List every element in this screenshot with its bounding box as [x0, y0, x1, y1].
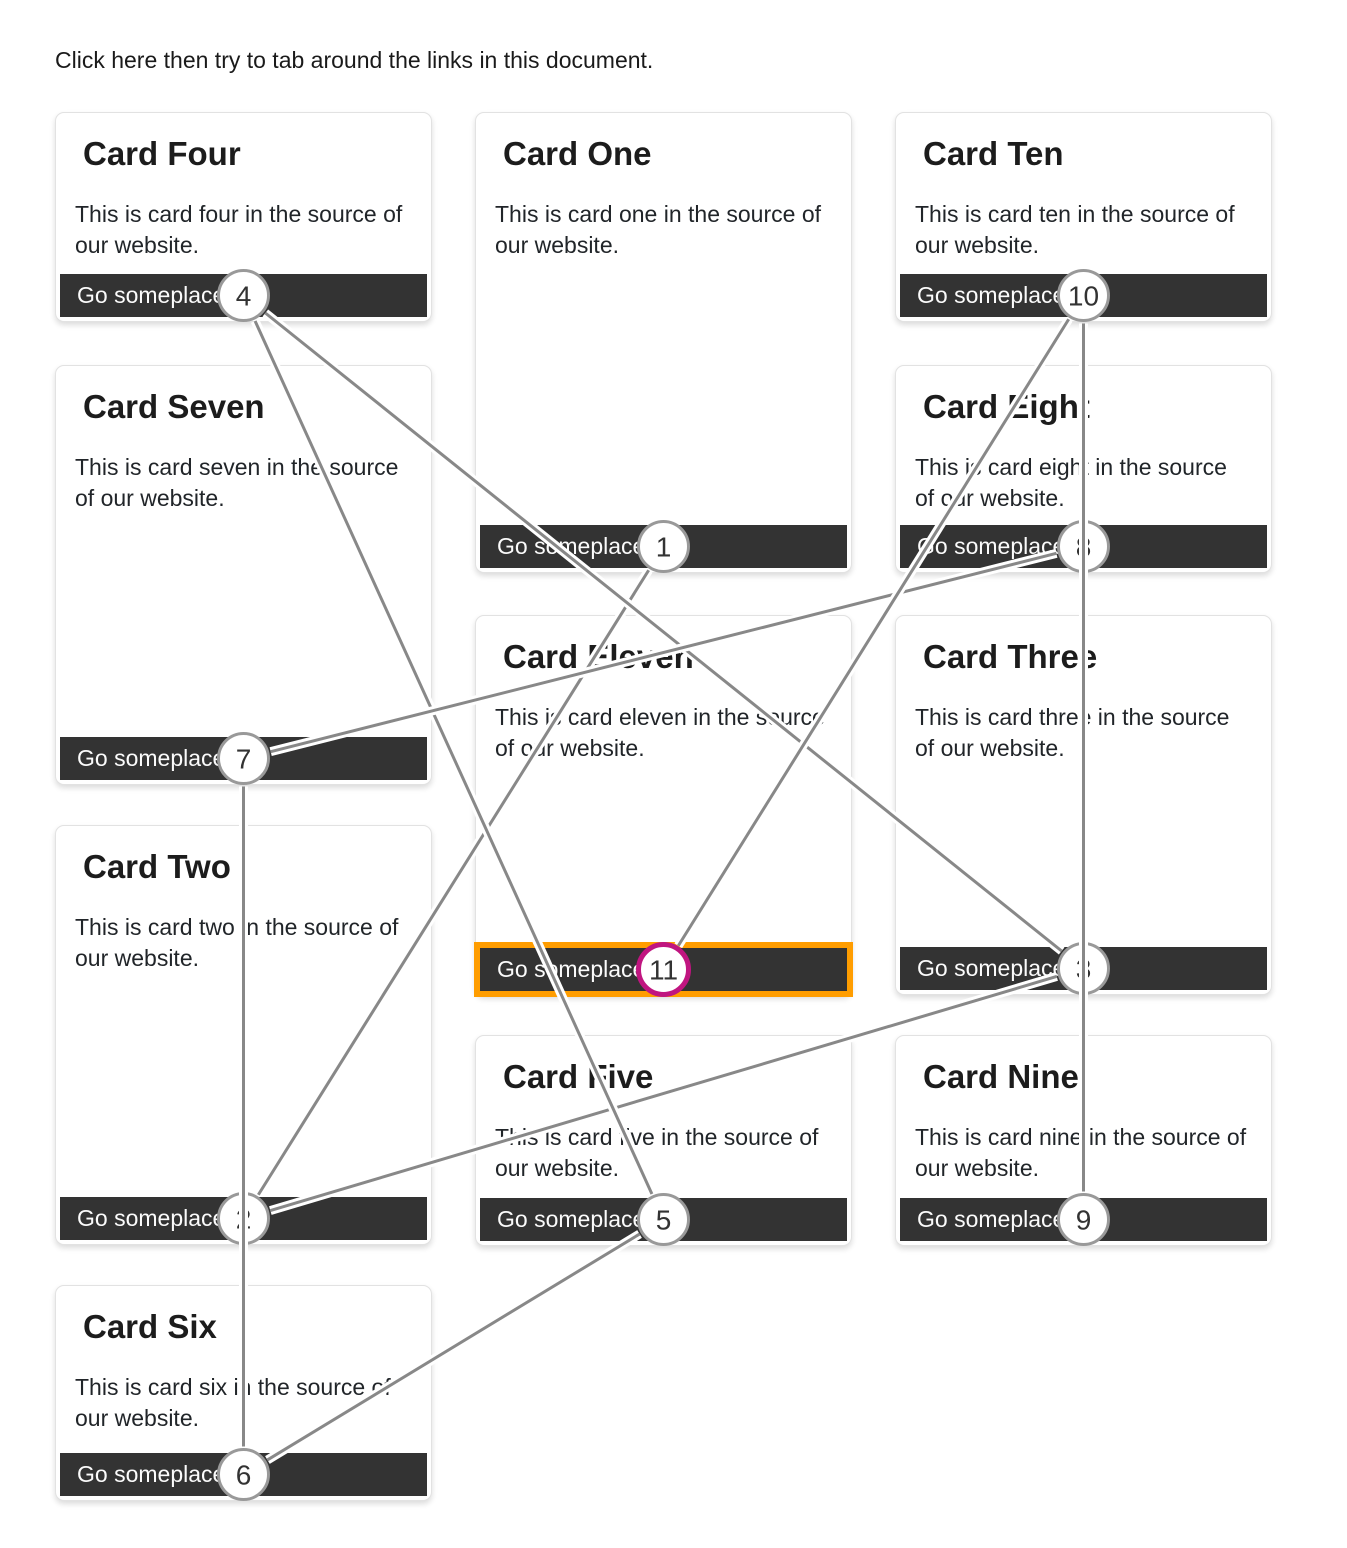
card-text-eight: This is card eight in the source of our … — [915, 454, 1227, 511]
go-someplace-link-six[interactable]: Go someplace — [60, 1453, 427, 1496]
card-title-eight: Card Eight — [923, 388, 1090, 425]
go-someplace-link-seven[interactable]: Go someplace — [60, 737, 427, 780]
card-text-two: This is card two in the source of our we… — [75, 914, 399, 971]
go-someplace-link-three[interactable]: Go someplace — [900, 947, 1267, 990]
go-someplace-link-five[interactable]: Go someplace — [480, 1198, 847, 1241]
card-text-ten: This is card ten in the source of our we… — [915, 201, 1235, 258]
card-title-four: Card Four — [83, 135, 241, 172]
card-title-two: Card Two — [83, 848, 231, 885]
card-title-three: Card Three — [923, 638, 1098, 675]
go-someplace-link-four[interactable]: Go someplace — [60, 274, 427, 317]
card-text-five: This is card five in the source of our w… — [495, 1124, 819, 1181]
card-text-four: This is card four in the source of our w… — [75, 201, 403, 258]
go-someplace-link-two[interactable]: Go someplace — [60, 1197, 427, 1240]
go-someplace-link-ten[interactable]: Go someplace — [900, 274, 1267, 317]
card-title-one: Card One — [503, 135, 652, 172]
go-someplace-link-eleven[interactable]: Go someplace — [474, 942, 853, 997]
card-title-five: Card Five — [503, 1058, 654, 1095]
go-someplace-link-one[interactable]: Go someplace — [480, 525, 847, 568]
card-title-seven: Card Seven — [83, 388, 265, 425]
card-title-ten: Card Ten — [923, 135, 1064, 172]
card-title-six: Card Six — [83, 1308, 217, 1345]
card-text-seven: This is card seven in the source of our … — [75, 454, 399, 511]
card-text-three: This is card three in the source of our … — [915, 704, 1230, 761]
intro-text[interactable]: Click here then try to tab around the li… — [55, 47, 654, 73]
card-text-six: This is card six in the source of our we… — [75, 1374, 391, 1431]
go-someplace-link-eight[interactable]: Go someplace — [900, 525, 1267, 568]
card-text-nine: This is card nine in the source of our w… — [915, 1124, 1247, 1181]
card-text-eleven: This is card eleven in the source of our… — [495, 704, 825, 761]
card-title-eleven: Card Eleven — [503, 638, 694, 675]
card-text-one: This is card one in the source of our we… — [495, 201, 821, 258]
card-title-nine: Card Nine — [923, 1058, 1079, 1095]
go-someplace-link-nine[interactable]: Go someplace — [900, 1198, 1267, 1241]
